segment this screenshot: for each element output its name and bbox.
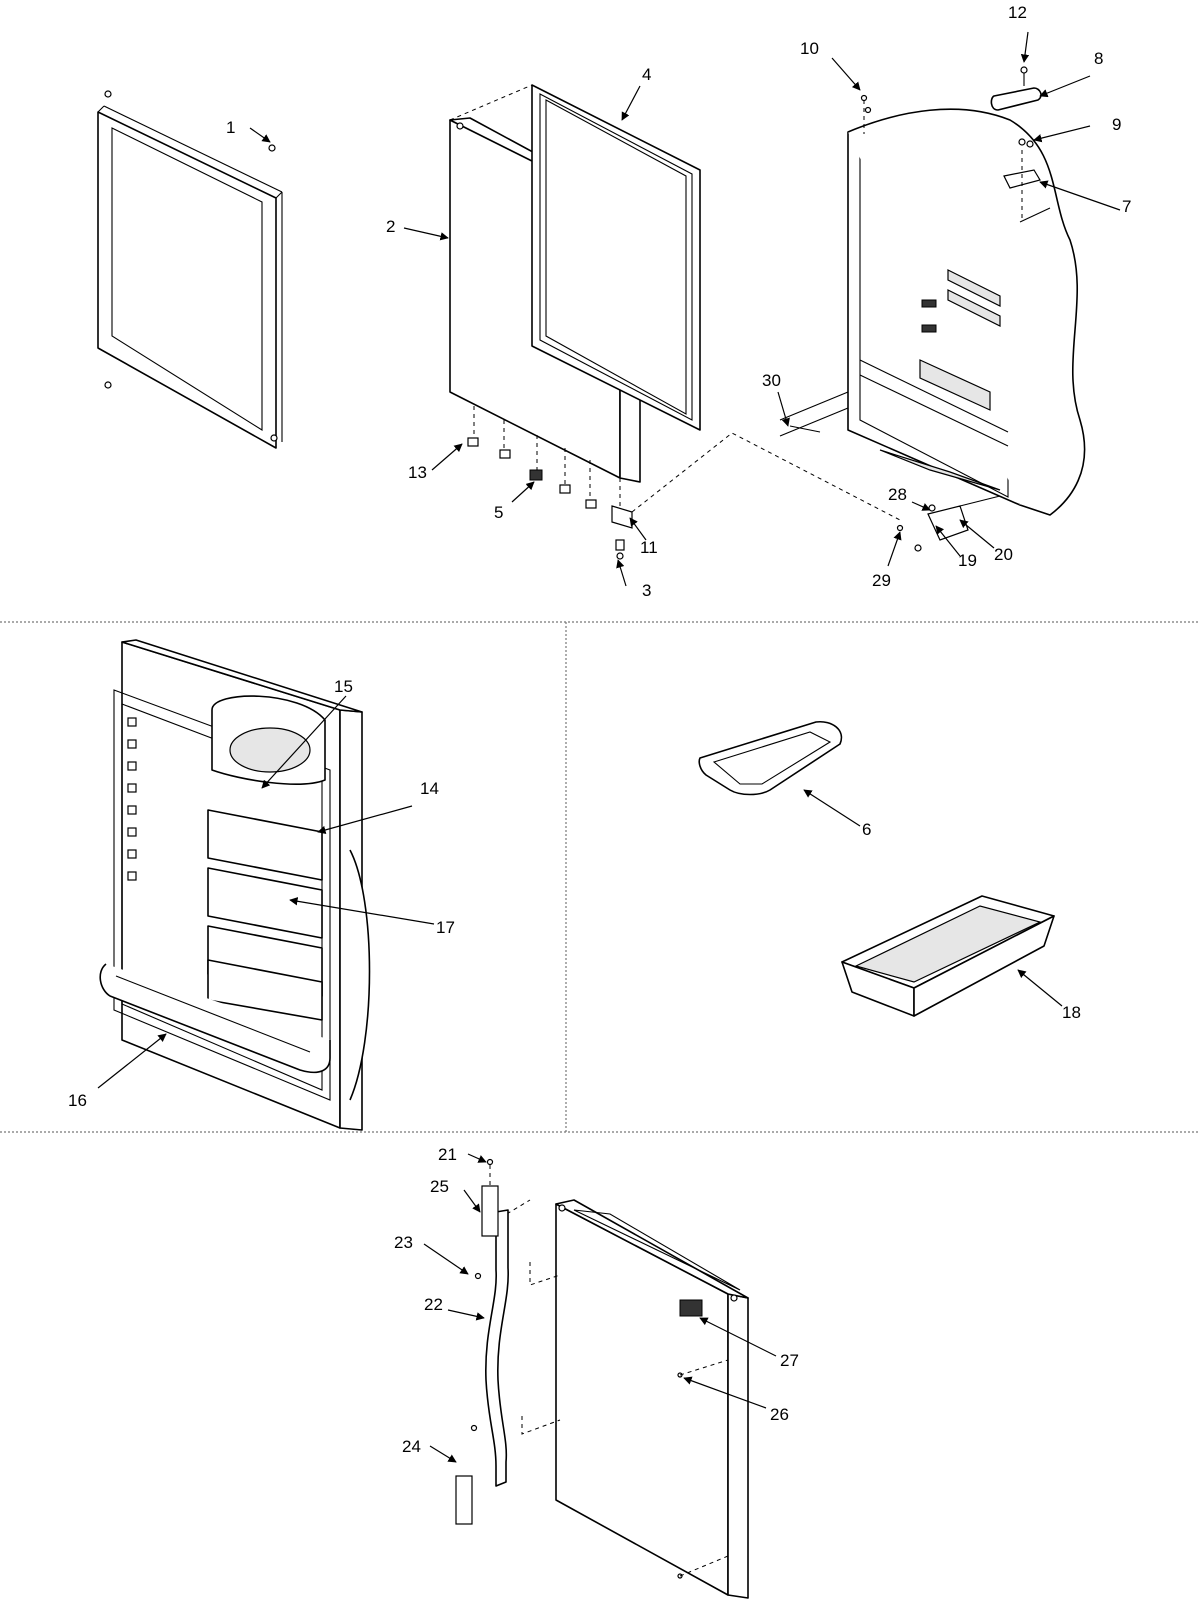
callout-4: 4 [642, 65, 651, 84]
callout-6: 6 [862, 820, 871, 839]
callout-5: 5 [494, 503, 503, 522]
liner-dimples [127, 717, 137, 881]
callout-28: 28 [888, 485, 907, 504]
callout-10: 10 [800, 39, 819, 58]
top-hinge-assembly [860, 66, 1042, 220]
callout-leaders [97, 31, 1121, 1463]
callout-3: 3 [642, 581, 651, 600]
callout-2: 2 [386, 217, 395, 236]
callout-20: 20 [994, 545, 1013, 564]
door-bins [207, 695, 326, 1021]
callout-13: 13 [408, 463, 427, 482]
callout-12: 12 [1008, 3, 1027, 22]
callout-18: 18 [1062, 1003, 1081, 1022]
gasket-guide-line [449, 84, 533, 121]
hinge-alignment-line [631, 432, 901, 521]
door-handle [455, 1158, 509, 1525]
callout-23: 23 [394, 1233, 413, 1252]
door-bottom-hardware [467, 406, 633, 560]
callout-25: 25 [430, 1177, 449, 1196]
callout-26: 26 [770, 1405, 789, 1424]
callout-15: 15 [334, 677, 353, 696]
callout-19: 19 [958, 551, 977, 570]
callout-9: 9 [1112, 115, 1121, 134]
callout-30: 30 [762, 371, 781, 390]
callout-24: 24 [402, 1437, 421, 1456]
callout-21: 21 [438, 1145, 457, 1164]
callout-1: 1 [226, 118, 235, 137]
door-inner-liner [99, 639, 371, 1131]
callout-8: 8 [1094, 49, 1103, 68]
crisper-bin [841, 895, 1055, 1017]
callout-7: 7 [1122, 197, 1131, 216]
door-gasket [531, 84, 701, 431]
callout-22: 22 [424, 1295, 443, 1314]
callout-labels: 1 2 3 4 5 6 7 8 9 10 11 12 13 14 15 16 1… [68, 3, 1131, 1456]
refrigerator-cabinet [779, 108, 1086, 516]
dairy-door-shelf [698, 720, 843, 796]
callout-16: 16 [68, 1091, 87, 1110]
callout-11: 11 [640, 538, 658, 557]
callout-17: 17 [436, 918, 455, 937]
callout-27: 27 [780, 1351, 799, 1370]
callout-14: 14 [420, 779, 439, 798]
door-frame [97, 90, 283, 449]
freezer-door [499, 1199, 749, 1599]
callout-29: 29 [872, 571, 891, 590]
